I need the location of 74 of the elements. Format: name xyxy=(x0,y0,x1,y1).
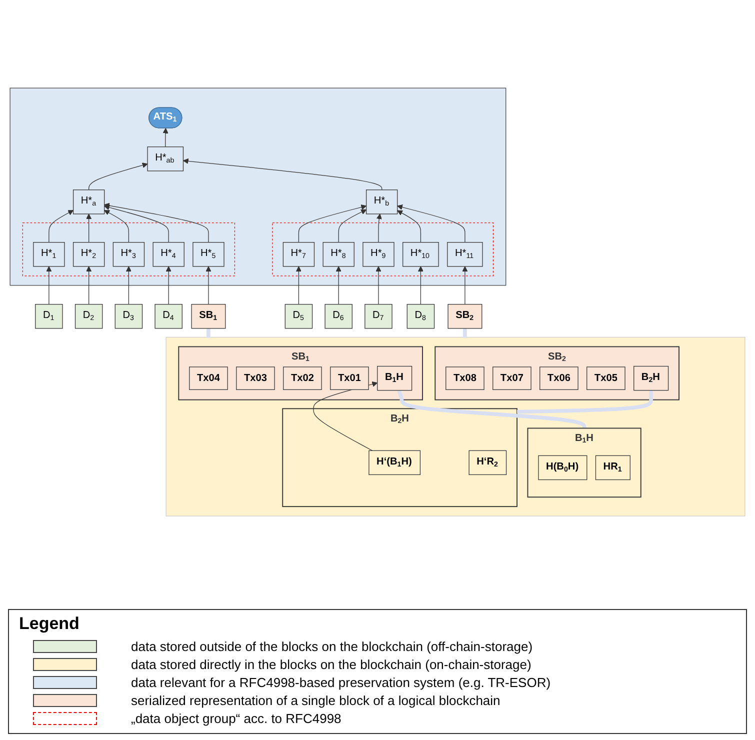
arrow xyxy=(86,266,92,306)
arrow xyxy=(46,266,52,306)
node-box: Tx05 xyxy=(586,367,626,390)
arrow xyxy=(104,210,130,244)
arrow xyxy=(88,163,148,191)
node-box: H*$_{11}$ xyxy=(447,242,483,268)
node-box: Tx03 xyxy=(236,367,275,390)
arrow xyxy=(338,210,367,244)
node-box: SB$_{2}$ xyxy=(448,304,482,330)
connector xyxy=(206,328,210,338)
arrow xyxy=(162,128,168,148)
arrow xyxy=(376,266,382,306)
legend-text: serialized representation of a single block of a logical blockchain xyxy=(131,693,500,708)
arrow xyxy=(206,266,212,306)
node-box: Tx08 xyxy=(446,367,484,390)
arrow xyxy=(104,203,209,244)
node-box: H*$_{5}$ xyxy=(192,242,224,268)
node-box: D$_{5}$ xyxy=(284,304,313,330)
node-box: HR$_{1}$ xyxy=(595,456,630,480)
node-box: B$_{2}$H xyxy=(634,366,669,392)
node-box: Tx07 xyxy=(492,367,532,390)
arrow xyxy=(336,266,342,306)
arrow xyxy=(397,204,466,244)
cluster xyxy=(22,222,236,277)
arrow xyxy=(397,210,422,244)
node-box: D$_{4}$ xyxy=(154,304,182,330)
connector xyxy=(463,328,467,338)
node-box: H*$_{7}$ xyxy=(282,242,315,268)
arrow xyxy=(462,266,468,306)
node-box: D$_{7}$ xyxy=(364,304,392,330)
connector xyxy=(516,390,653,414)
legend-text: „data object group“ acc. to RFC4998 xyxy=(131,711,342,726)
node-box: Tx01 xyxy=(330,367,369,390)
node-box: H*$_{1}$ xyxy=(33,242,65,268)
arrow xyxy=(48,210,74,244)
node-box: H*$_{b}$ xyxy=(366,190,398,215)
node-box: Tx02 xyxy=(283,367,322,390)
node-box: H*$_{10}$ xyxy=(402,242,439,268)
node-box: H‘R$_{2}$ xyxy=(468,450,507,476)
node-box: H(B$_{0}$H) xyxy=(538,456,588,480)
legend-text: data relevant for a RFC4998-based preservation system (e.g. TR-ESOR) xyxy=(131,675,551,690)
legend-title: Legend xyxy=(19,614,80,634)
cluster xyxy=(272,222,494,277)
node-box: D$_{6}$ xyxy=(324,304,352,330)
arrow xyxy=(86,214,92,244)
node-box: H*$_{ab}$ xyxy=(147,146,184,172)
arrow xyxy=(182,158,382,191)
arrow xyxy=(166,266,172,306)
node-box: D$_{2}$ xyxy=(74,304,103,330)
node-box: H‘(B$_{1}$H) xyxy=(368,450,421,476)
node-box: SB$_{1}$ xyxy=(191,304,226,330)
node-box: H*$_{4}$ xyxy=(152,242,184,268)
arrow xyxy=(104,205,169,244)
arrow xyxy=(126,266,132,306)
legend-text: data stored directly in the blocks on the blockchain (on-chain-storage) xyxy=(131,657,532,672)
node-box: H*$_{9}$ xyxy=(362,242,394,268)
node-box: H*$_{8}$ xyxy=(322,242,354,268)
node-box: H*$_{3}$ xyxy=(112,242,145,268)
cluster xyxy=(10,88,506,286)
arrow xyxy=(298,204,367,244)
cluster xyxy=(166,337,746,517)
node-box: D$_{3}$ xyxy=(114,304,143,330)
legend-text: data stored outside of the blocks on the blockchain (off-chain-storage) xyxy=(131,639,533,654)
node-box: Tx06 xyxy=(540,367,578,390)
connector xyxy=(397,390,586,429)
node-box: H*$_{2}$ xyxy=(72,242,105,268)
arrow xyxy=(376,214,382,244)
node-box: D$_{1}$ xyxy=(35,304,63,330)
arrow xyxy=(296,266,302,306)
node-box: B$_{1}$H xyxy=(377,366,412,392)
node-box: D$_{8}$ xyxy=(406,304,435,330)
node-box: Tx04 xyxy=(189,367,228,390)
arrow xyxy=(418,266,424,306)
node-box: H*$_{a}$ xyxy=(72,190,105,215)
